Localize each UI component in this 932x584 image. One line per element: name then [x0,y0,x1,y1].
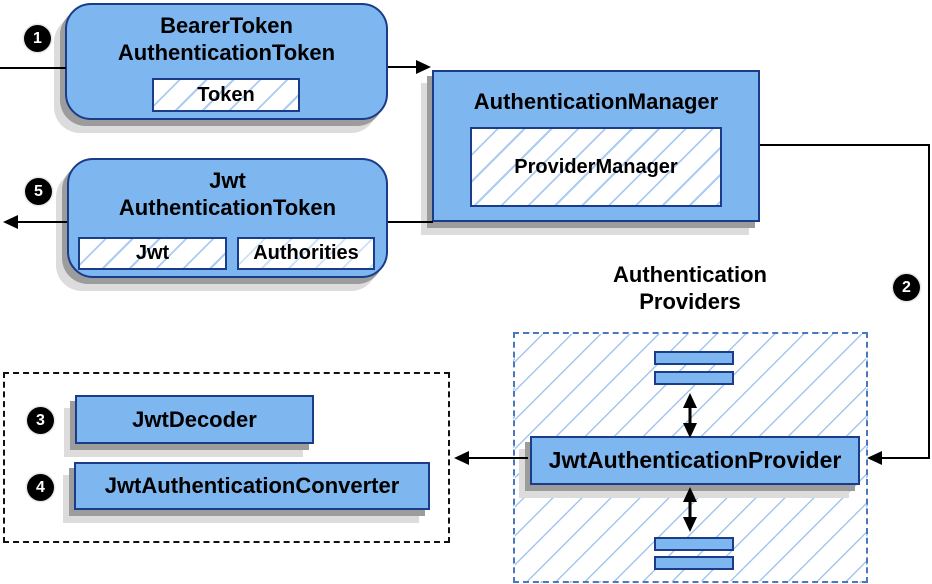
bearer-token-title-line1: BearerToken [160,13,293,38]
authentication-providers-title-line2: Providers [639,289,741,314]
provider-manager-chip-label: ProviderManager [514,155,678,178]
step-4-number: 4 [36,478,45,496]
step-1-number: 1 [33,29,42,47]
step-marker-1: 1 [24,25,51,52]
jwt-decoder-label: JwtDecoder [132,406,257,432]
jwt-chip: Jwt [78,237,227,270]
left-arrowhead-icon [867,451,882,465]
provider-manager-chip: ProviderManager [470,127,722,207]
authorities-chip-label: Authorities [253,242,359,264]
step-marker-4: 4 [27,474,54,501]
jwt-authentication-converter-node: JwtAuthenticationConverter [74,462,430,510]
authorities-chip: Authorities [237,237,375,270]
step-marker-5: 5 [25,178,52,205]
provider-slot-bar [654,371,734,385]
right-arrowhead-icon [416,60,431,74]
jwt-authentication-converter-label: JwtAuthenticationConverter [104,473,400,498]
jwt-decoder-node: JwtDecoder [75,395,314,444]
authentication-providers-title: Authentication Providers [560,261,820,315]
step-5-number: 5 [34,182,43,200]
jwt-authentication-token-node: Jwt AuthenticationToken Jwt Authorities [67,158,388,278]
step-2-number: 2 [902,278,911,296]
left-arrowhead-icon [3,215,18,229]
jwt-token-title-line1: Jwt [209,168,246,193]
bearer-token-authentication-token-node: BearerToken AuthenticationToken Token [65,3,388,120]
provider-slot-bar [654,556,734,570]
step-3-number: 3 [36,411,45,429]
provider-slot-bar [654,537,734,551]
jwt-token-title-line2: AuthenticationToken [118,195,337,220]
token-chip: Token [152,78,300,112]
left-arrowhead-icon [454,451,469,465]
jwt-authentication-provider-node: JwtAuthenticationProvider [530,436,860,485]
provider-slot-bar [654,351,734,365]
token-chip-label: Token [197,83,255,106]
jwt-chip-label: Jwt [135,242,170,264]
helpers-zone: JwtDecoder JwtAuthenticationConverter [3,372,450,543]
authentication-providers-zone: JwtAuthenticationProvider [513,332,868,583]
bearer-token-title-line2: AuthenticationToken [117,40,336,65]
jwt-authentication-provider-label: JwtAuthenticationProvider [548,447,842,473]
authentication-providers-title-line1: Authentication [613,262,767,287]
step-marker-2: 2 [893,274,920,301]
authentication-manager-node: AuthenticationManager ProviderManager [432,70,760,222]
step-marker-3: 3 [27,407,54,434]
authentication-manager-title: AuthenticationManager [473,89,719,114]
